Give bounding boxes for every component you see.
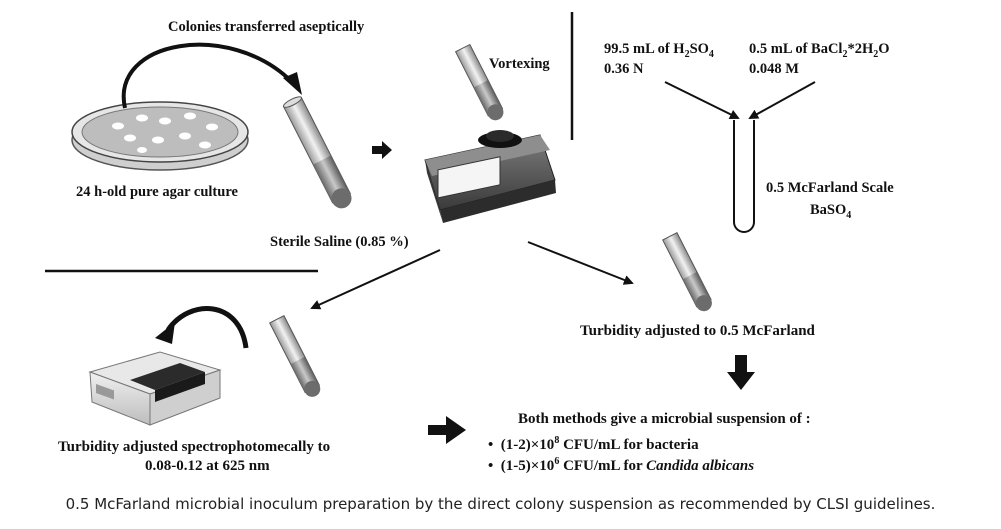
colonies-label: Colonies transferred aseptically (168, 19, 365, 35)
arrow-right (428, 416, 466, 444)
agar-culture-label: 24 h-old pure agar culture (76, 184, 238, 200)
turbidity-spectro-line1: Turbidity adjusted spectrophotomecally t… (58, 439, 331, 455)
baso4-label: BaSO4 (810, 202, 852, 221)
saline-label: Sterile Saline (0.85 %) (270, 234, 409, 250)
adjusted-test-tube (662, 232, 712, 312)
vortex-display (437, 156, 501, 199)
spectrophotometer (88, 351, 222, 426)
both-methods-label: Both methods give a microbial suspension… (518, 411, 811, 427)
arrow-h2so4 (664, 81, 740, 119)
arrow-to-adjusted (527, 241, 634, 285)
bullet-candida: • (1-5)×106 CFU/mL for Candida albicans (488, 456, 755, 474)
h2so4-label: 99.5 mL of H2SO4 (604, 41, 714, 60)
h2so4-concentration: 0.36 N (604, 61, 644, 77)
colonies (112, 112, 218, 153)
saline-test-tube (282, 96, 352, 209)
arrow-to-spectro-tube (310, 249, 441, 310)
arrow-bacl2 (748, 81, 816, 119)
vortexing-label: Vortexing (489, 56, 550, 72)
bacl2-concentration: 0.048 M (749, 61, 799, 77)
curved-arrow-transfer (121, 42, 294, 109)
bullet-bacteria: • (1-2)×108 CFU/mL for bacteria (488, 435, 699, 453)
vortex-mixer (424, 130, 556, 223)
arrow-down (727, 355, 755, 390)
mcfarland-standard-tube (733, 120, 755, 233)
spectro-test-tube (269, 315, 321, 397)
petri-dish (71, 101, 249, 171)
vortex-test-tube (454, 43, 504, 121)
turbidity-mcfarland-label: Turbidity adjusted to 0.5 McFarland (580, 323, 815, 339)
turbidity-spectro-line2: 0.08-0.12 at 625 nm (145, 458, 270, 474)
mcfarland-scale-label: 0.5 McFarland Scale (766, 180, 894, 196)
curved-arrow-spectro (165, 306, 249, 349)
arrow-to-vortex (372, 141, 392, 159)
figure-caption: 0.5 McFarland microbial inoculum prepara… (65, 495, 936, 513)
bacl2-label: 0.5 mL of BaCl2*2H2O (749, 41, 890, 60)
curved-arrow-spectro-head (155, 322, 175, 344)
curved-arrow-head (283, 72, 302, 95)
